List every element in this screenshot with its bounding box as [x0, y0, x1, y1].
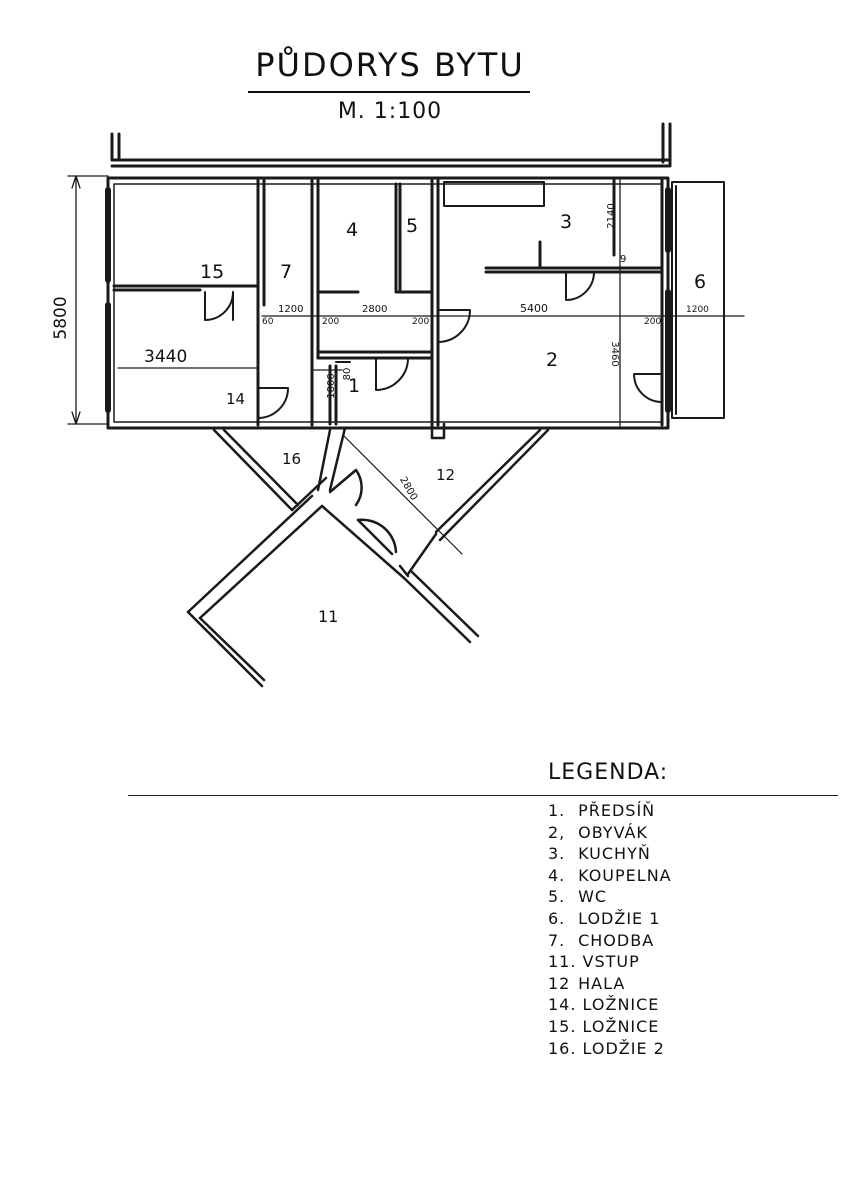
legend-item: 5. WC	[548, 887, 608, 907]
drawing-title: PŮDORYS BYTU	[255, 46, 525, 84]
room-label-3: 3	[560, 211, 572, 233]
lower-wing-walls	[186, 422, 550, 688]
legend: LEGENDA: 1. PŘEDSÍŇ 2, OBYVÁK 3. KUCHYŇ …	[128, 760, 838, 1058]
top-outer-wall	[110, 122, 672, 168]
dim-200-b: 200	[412, 317, 429, 327]
room-label-1: 1	[348, 375, 360, 397]
legend-item: 2, OBYVÁK	[548, 822, 648, 842]
interior-walls	[112, 178, 671, 427]
room-label-12: 12	[436, 466, 455, 484]
legend-item: 4. KOUPELNA	[548, 865, 672, 885]
door-swings	[204, 271, 663, 419]
legend-rule	[128, 795, 838, 796]
dim-overall-height: 5800	[51, 296, 71, 339]
room-label-7: 7	[280, 261, 292, 283]
dim-60: 60	[262, 317, 274, 327]
title-underline	[248, 91, 530, 93]
dim-room4-width: 2800	[362, 304, 387, 315]
legend-item: 15. LOŽNICE	[548, 1016, 660, 1036]
dim-living-depth: 3460	[609, 341, 620, 366]
legend-item: 12 HALA	[548, 973, 626, 993]
dim-living-width: 5400	[520, 302, 548, 315]
dim-loggia-width: 1200	[686, 305, 709, 315]
dim-hall-1800: 1800	[326, 373, 337, 398]
dim-hall-2800: 2800	[397, 475, 419, 503]
legend-item: 14. LOŽNICE	[548, 995, 660, 1015]
legend-item: 6. LODŽIE 1	[548, 908, 661, 928]
dim-200-a: 200	[322, 317, 339, 327]
dim-corridor: 1200	[278, 304, 303, 315]
legend-list: 1. PŘEDSÍŇ 2, OBYVÁK 3. KUCHYŇ 4. KOUPEL…	[548, 800, 672, 1059]
legend-item: 7. CHODBA	[548, 930, 655, 950]
legend-item: 11. VSTUP	[548, 952, 640, 972]
room-label-16: 16	[282, 450, 301, 468]
room-label-2: 2	[546, 349, 558, 371]
legend-item: 16. LODŽIE 2	[548, 1038, 665, 1058]
dim-80: 80	[342, 368, 353, 381]
dimension-lines	[67, 175, 745, 427]
exterior-walls	[105, 176, 670, 430]
loggia-1	[671, 181, 725, 419]
drawing-scale: M. 1:100	[337, 99, 443, 124]
legend-item: 3. KUCHYŇ	[548, 844, 651, 864]
room-label-14: 14	[226, 390, 245, 408]
room-label-5: 5	[406, 215, 418, 237]
legend-item: 1. PŘEDSÍŇ	[548, 801, 656, 820]
room-label-4: 4	[346, 219, 358, 241]
room-label-6: 6	[694, 271, 706, 293]
dim-kitchen-depth: 2140	[606, 203, 617, 228]
legend-title: LEGENDA:	[548, 760, 669, 785]
dim-9: 9	[620, 254, 626, 265]
room-label-11: 11	[318, 607, 338, 626]
dim-room15-width: 3440	[144, 347, 187, 367]
dim-200-c: 200	[644, 317, 661, 327]
room-label-15: 15	[200, 261, 224, 283]
